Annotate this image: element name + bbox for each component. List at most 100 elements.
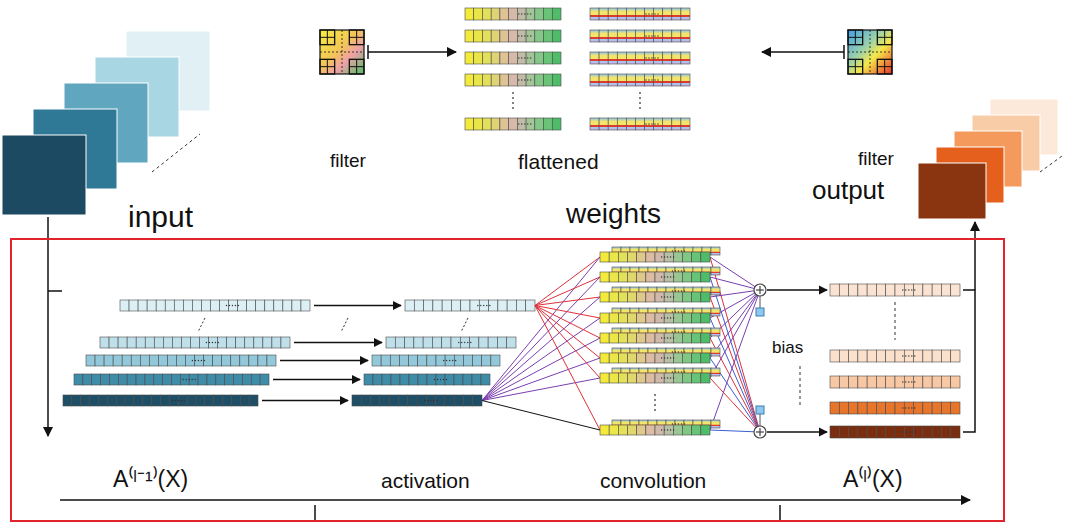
input-wire [482, 338, 600, 401]
bar-dots [911, 407, 912, 408]
bar-cell [116, 395, 125, 406]
bar-cell [451, 337, 460, 348]
bar-cell [663, 74, 672, 86]
bar-cell [517, 118, 526, 130]
bar-dots [527, 79, 528, 80]
bar-cell [608, 52, 617, 64]
bar-dots [434, 379, 435, 380]
bar-cell [839, 284, 848, 296]
bar-cell [654, 118, 663, 130]
bar-cell [516, 300, 525, 311]
bar-cell [655, 252, 664, 262]
bar-cell [544, 30, 553, 42]
bias-wire [760, 296, 761, 308]
bar-cell [204, 355, 213, 366]
bar-dots [667, 256, 668, 257]
bar-cell [600, 272, 609, 282]
bar-cell [474, 30, 483, 42]
bar-cell [391, 374, 400, 385]
bar-cell [681, 52, 690, 64]
bar-cell [655, 313, 664, 323]
bar-dots [675, 290, 676, 291]
bar-cell [608, 8, 617, 20]
output-arrow [767, 431, 827, 432]
stage-label: convolution [600, 469, 706, 493]
bar-dots [667, 357, 668, 358]
bar-cell [617, 8, 626, 20]
bar-cell [258, 355, 267, 366]
output-label: output [812, 176, 884, 206]
bar-dots [675, 371, 676, 372]
bar-cell [364, 374, 373, 385]
bar-cell [637, 292, 646, 302]
kernel-cell [349, 37, 364, 38]
bar-cell [263, 337, 272, 348]
bar-cell [409, 374, 418, 385]
text-holder: activation [381, 469, 470, 493]
bar-dots [204, 360, 205, 361]
bar-cell [424, 300, 433, 311]
bar-cell [414, 337, 423, 348]
bar-cell [609, 353, 618, 363]
bar-dots [672, 331, 673, 332]
label-holder: weights [566, 198, 661, 230]
bar-cell [381, 355, 390, 366]
bar-dots [908, 355, 909, 356]
bar-cell [701, 252, 710, 262]
bias-square [756, 406, 764, 414]
bar-cell [371, 395, 380, 406]
bar-cell [618, 425, 627, 435]
bar-dots [675, 311, 676, 312]
bar-cell [646, 313, 655, 323]
row-continuation [198, 318, 205, 332]
bar-dots [673, 377, 674, 378]
bar-cell [654, 74, 663, 86]
bar-cell [711, 348, 720, 356]
bar-cell [479, 337, 488, 348]
bar-cell [482, 30, 491, 42]
bar-cell [609, 313, 618, 323]
bar-cell [951, 376, 960, 388]
bar-dots [670, 357, 671, 358]
bar-dots [477, 305, 478, 306]
bar-cell [673, 272, 682, 282]
bar-cell [609, 373, 618, 383]
bar-cell [654, 8, 663, 20]
bar-cell [609, 425, 618, 435]
bar-dots [524, 35, 525, 36]
activated-vector [405, 300, 535, 311]
bar-cell [526, 74, 535, 86]
bar-cell [445, 374, 454, 385]
label-holder: input [128, 200, 193, 235]
bar-dots [486, 305, 487, 306]
label-holder: flattened [518, 150, 599, 174]
bar-cell [454, 374, 463, 385]
bar-cell [405, 337, 414, 348]
bar-dots [673, 276, 674, 277]
input-label: input [128, 200, 193, 235]
bar-cell [552, 8, 561, 20]
bar-dots [670, 296, 671, 297]
bar-cell [460, 337, 469, 348]
bar-cell [231, 355, 240, 366]
bar-dots [670, 337, 671, 338]
output-wire [710, 290, 760, 430]
bar-cell [274, 300, 283, 311]
bar-cell [701, 353, 710, 363]
bar-cell [72, 395, 81, 406]
bar-cell [664, 425, 673, 435]
ellipsis-dots [895, 302, 896, 340]
bar-cell [213, 355, 222, 366]
bar-cell [482, 74, 491, 86]
bar-cell [482, 118, 491, 130]
filter-kernel [320, 30, 364, 74]
output-vector [830, 350, 960, 362]
sum-sign [759, 286, 760, 294]
bar-cell [590, 118, 599, 130]
bar-cell [876, 426, 885, 438]
bar-cell [118, 374, 127, 385]
bar-dots [437, 379, 438, 380]
bar-cell [509, 30, 518, 42]
feature-map [918, 163, 986, 219]
